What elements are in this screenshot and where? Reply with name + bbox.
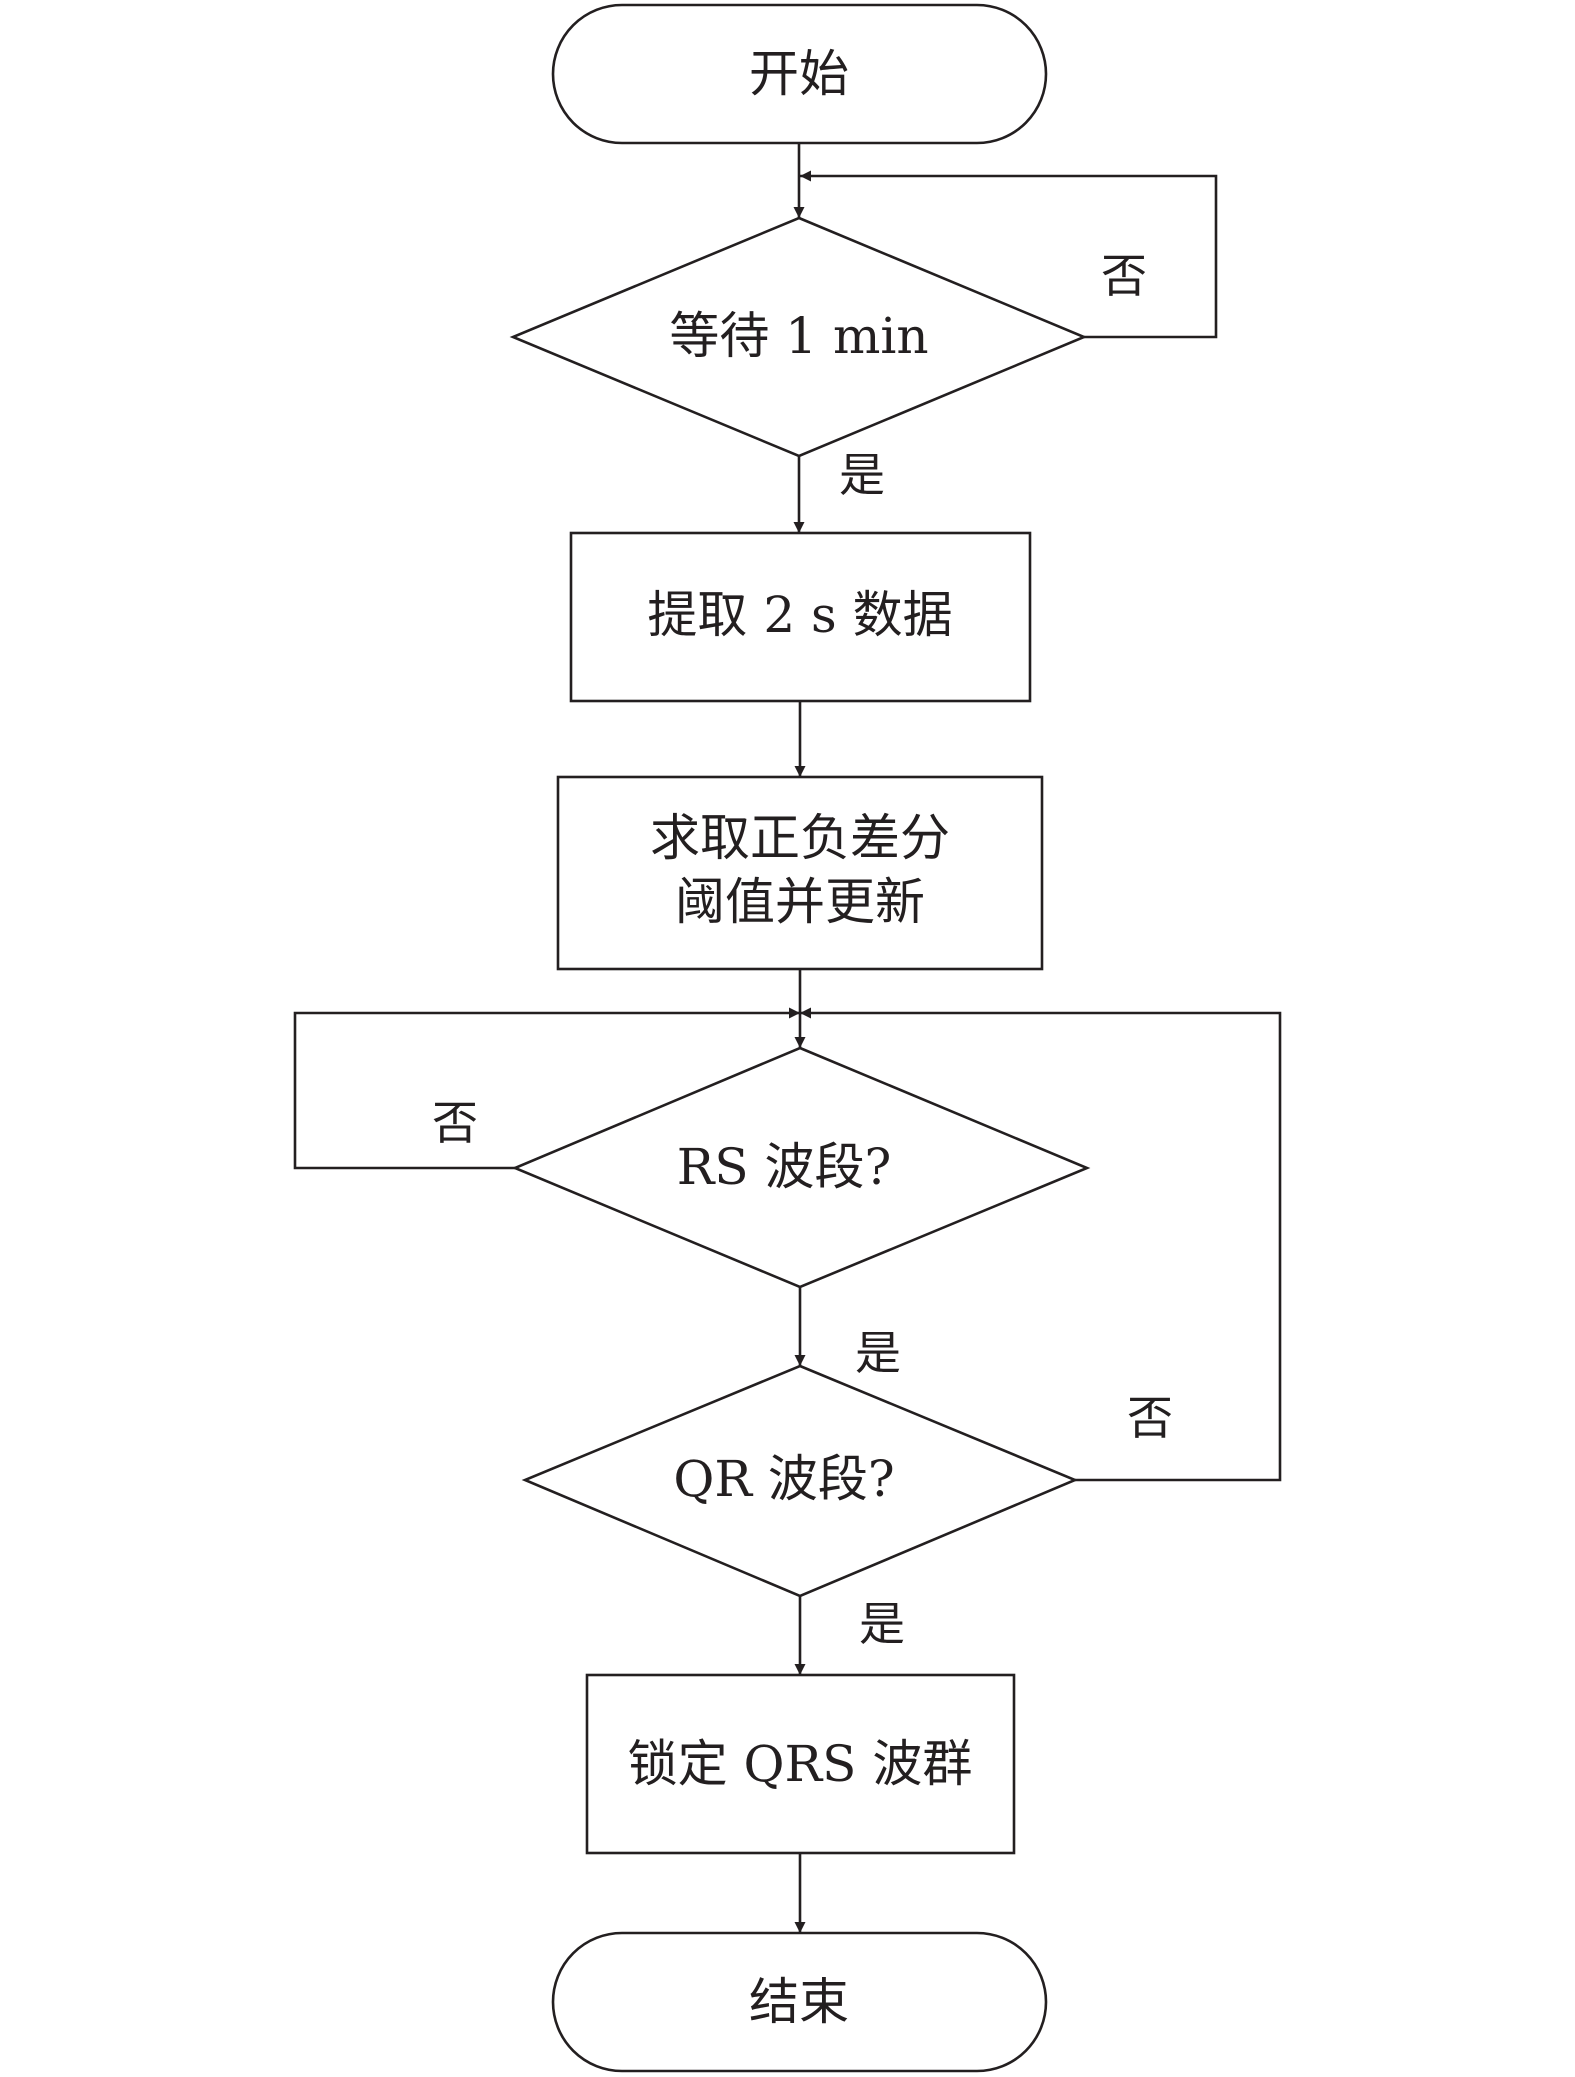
- end-node: 结束: [551, 1931, 1048, 2073]
- threshold-label-line1: 求取正负差分: [650, 809, 950, 867]
- lock-process: 锁定 QRS 波群: [585, 1673, 1016, 1855]
- rs-no-label: 否: [432, 1096, 478, 1150]
- qr-yes-label: 是: [859, 1597, 905, 1651]
- end-label: 结束: [749, 1973, 849, 2031]
- wait-decision: 等待 1 min: [509, 216, 1088, 458]
- lock-label: 锁定 QRS 波群: [628, 1735, 973, 1793]
- rs-yes-label: 是: [855, 1326, 901, 1380]
- arrow-rs-no-loop: [293, 1007, 800, 1170]
- rs-decision: RS 波段?: [511, 1046, 1091, 1289]
- start-label: 开始: [749, 45, 849, 103]
- arrow-qr-no-loop: [800, 1007, 1282, 1482]
- extract-process: 提取 2 s 数据: [569, 531, 1032, 703]
- threshold-process: 求取正负差分 阈值并更新: [556, 775, 1044, 971]
- extract-label: 提取 2 s 数据: [647, 586, 952, 644]
- wait-no-label: 否: [1101, 249, 1147, 303]
- qr-label: QR 波段?: [673, 1450, 894, 1508]
- start-node: 开始: [551, 3, 1048, 145]
- wait-label: 等待 1 min: [669, 307, 928, 365]
- rs-label: RS 波段?: [677, 1138, 892, 1196]
- qr-no-label: 否: [1127, 1391, 1173, 1445]
- arrow-wait-no-loop: [800, 170, 1218, 339]
- qr-decision: QR 波段?: [521, 1364, 1079, 1598]
- threshold-label-line2: 阈值并更新: [675, 873, 925, 931]
- wait-yes-label: 是: [839, 448, 885, 502]
